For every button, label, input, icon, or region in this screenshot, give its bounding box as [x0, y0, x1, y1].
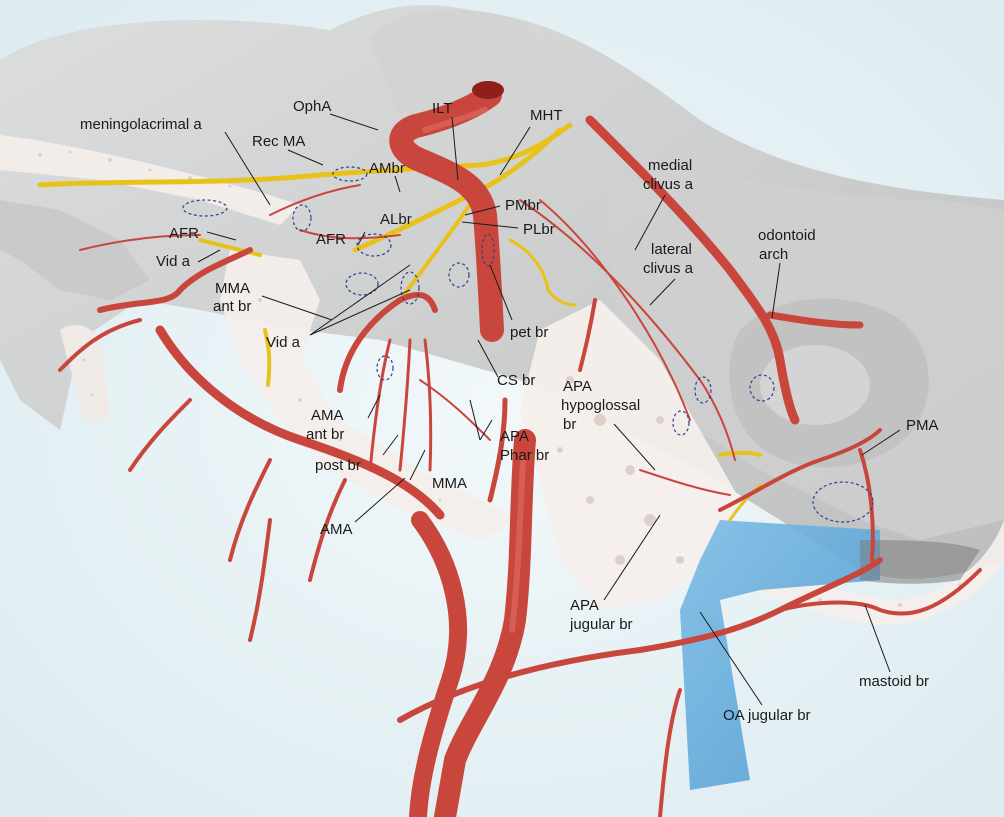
label-afr-left: AFR — [169, 225, 199, 242]
label-pmbr: PMbr — [505, 197, 541, 214]
label-odontoid-1: odontoid — [758, 227, 816, 244]
label-apa-phar-2: Phar br — [500, 447, 549, 464]
leader-lines — [197, 113, 901, 706]
label-apa-hypo-1: APA — [563, 378, 592, 395]
label-oa-jugular-br: OA jugular br — [723, 707, 811, 724]
label-pet-br: pet br — [510, 324, 548, 341]
bone-texture — [38, 150, 962, 607]
labels: meningolacrimal a Rec MA OphA ILT MHT AM… — [80, 98, 939, 724]
anastomosis-markers — [182, 166, 874, 523]
internal-jugular-vein — [680, 520, 880, 790]
label-cs-br: CS br — [497, 372, 535, 389]
label-pma: PMA — [906, 417, 939, 434]
label-apa-jug-1: APA — [570, 597, 599, 614]
label-ama-ant-1: AMA — [311, 407, 344, 424]
label-post-br: post br — [315, 457, 361, 474]
label-vid-a-mid: Vid a — [266, 334, 301, 351]
label-plbr: PLbr — [523, 221, 555, 238]
label-albr: ALbr — [380, 211, 412, 228]
left-skull-fragment — [0, 200, 150, 300]
label-apa-hypo-2: hypoglossal — [561, 397, 640, 414]
middle-fossa-floor — [220, 250, 520, 540]
label-vid-a-left: Vid a — [156, 253, 191, 270]
label-ama-ant-2: ant br — [306, 426, 344, 443]
label-apa-jug-2: jugular br — [569, 616, 633, 633]
label-opha: OphA — [293, 98, 331, 115]
label-odontoid-2: arch — [759, 246, 788, 263]
arteries — [58, 81, 982, 817]
label-mastoid-br: mastoid br — [859, 673, 929, 690]
label-mma-ant-1: MMA — [215, 280, 250, 297]
label-ilt: ILT — [432, 100, 453, 117]
label-mma-ant-2: ant br — [213, 298, 251, 315]
label-ambr: AMbr — [369, 160, 405, 177]
label-apa-phar-1: APA — [500, 428, 529, 445]
label-lateral-clivus-1: lateral — [651, 241, 692, 258]
sigmoid-sinus — [860, 540, 980, 584]
label-lateral-clivus-2: clivus a — [643, 260, 694, 277]
label-meningolacrimal: meningolacrimal a — [80, 116, 202, 133]
label-rec-ma: Rec MA — [252, 133, 305, 150]
occipital-bone — [700, 520, 1004, 625]
ica-lumen — [472, 81, 504, 99]
label-medial-clivus-1: medial — [648, 157, 692, 174]
label-ama: AMA — [320, 521, 353, 538]
label-mma: MMA — [432, 475, 467, 492]
label-mht: MHT — [530, 107, 563, 124]
label-medial-clivus-2: clivus a — [643, 176, 694, 193]
pterygoid-process — [60, 325, 110, 422]
petrous-bone — [520, 300, 740, 610]
sphenoid-upper — [370, 9, 560, 130]
label-apa-hypo-3: br — [563, 416, 576, 433]
label-afr-mid: AFR — [316, 231, 346, 248]
